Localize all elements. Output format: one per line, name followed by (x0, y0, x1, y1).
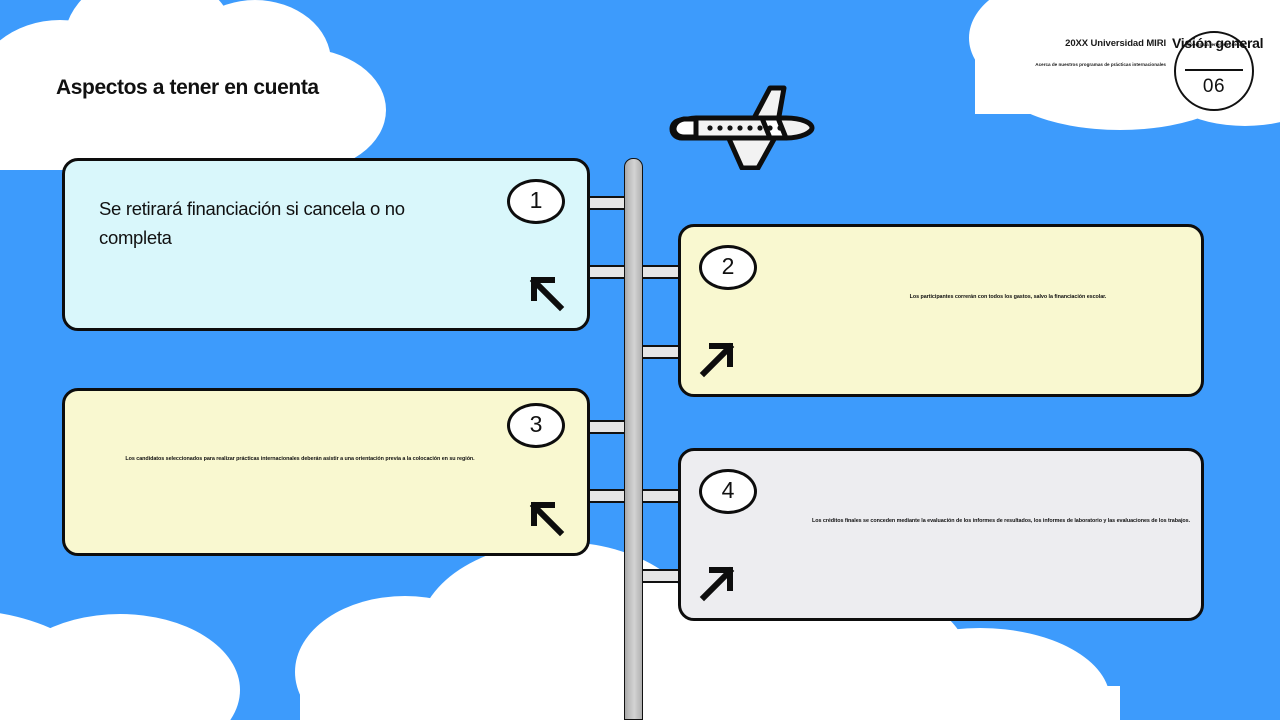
arrow-up-left-icon (529, 276, 565, 312)
sign-card-3-number-text: 3 (529, 411, 543, 437)
arrow-up-right-icon (699, 566, 735, 602)
sign-card-4-number: 4 (699, 469, 757, 514)
sign-card-3[interactable]: Los candidatos seleccionados para realiz… (62, 388, 590, 556)
arrow-up-right-icon (699, 342, 735, 378)
sign-card-2-number: 2 (699, 245, 757, 290)
sign-card-1-text: Se retirará financiación si cancela o no… (99, 198, 405, 248)
sign-card-4-text: Los créditos finales se conceden mediant… (811, 518, 1191, 524)
airplane-icon (669, 85, 815, 170)
sign-card-1-number-text: 1 (529, 187, 543, 213)
header-meta-title: 20XX Universidad MIRI (1065, 38, 1166, 49)
sign-card-3-text: Los candidatos seleccionados para realiz… (125, 456, 475, 462)
sign-card-2-text: Los participantes correrán con todos los… (909, 294, 1107, 300)
sign-card-4[interactable]: Los créditos finales se conceden mediant… (678, 448, 1204, 621)
sign-card-4-number-text: 4 (721, 477, 735, 503)
sign-card-3-number: 3 (507, 403, 565, 448)
sign-card-1-number: 1 (507, 179, 565, 224)
header-meta: 20XX Universidad MIRI Acerca de nuestros… (966, 38, 1166, 69)
sign-card-1[interactable]: Se retirará financiación si cancela o no… (62, 158, 590, 331)
arrow-up-left-icon (529, 501, 565, 537)
page-badge-label: Aspectos a tener en cuenta (1184, 42, 1244, 47)
page-title: Aspectos a tener en cuenta (56, 76, 319, 99)
page-number-badge: Aspectos a tener en cuenta 06 (1174, 31, 1254, 111)
signpost-pole (624, 158, 643, 720)
page-badge-divider (1185, 69, 1243, 71)
sign-card-2-number-text: 2 (721, 253, 735, 279)
sign-card-2[interactable]: Los participantes correrán con todos los… (678, 224, 1204, 397)
page-badge-number: 06 (1202, 76, 1226, 97)
header-meta-subtitle: Acerca de nuestros programas de práctica… (1035, 62, 1166, 67)
